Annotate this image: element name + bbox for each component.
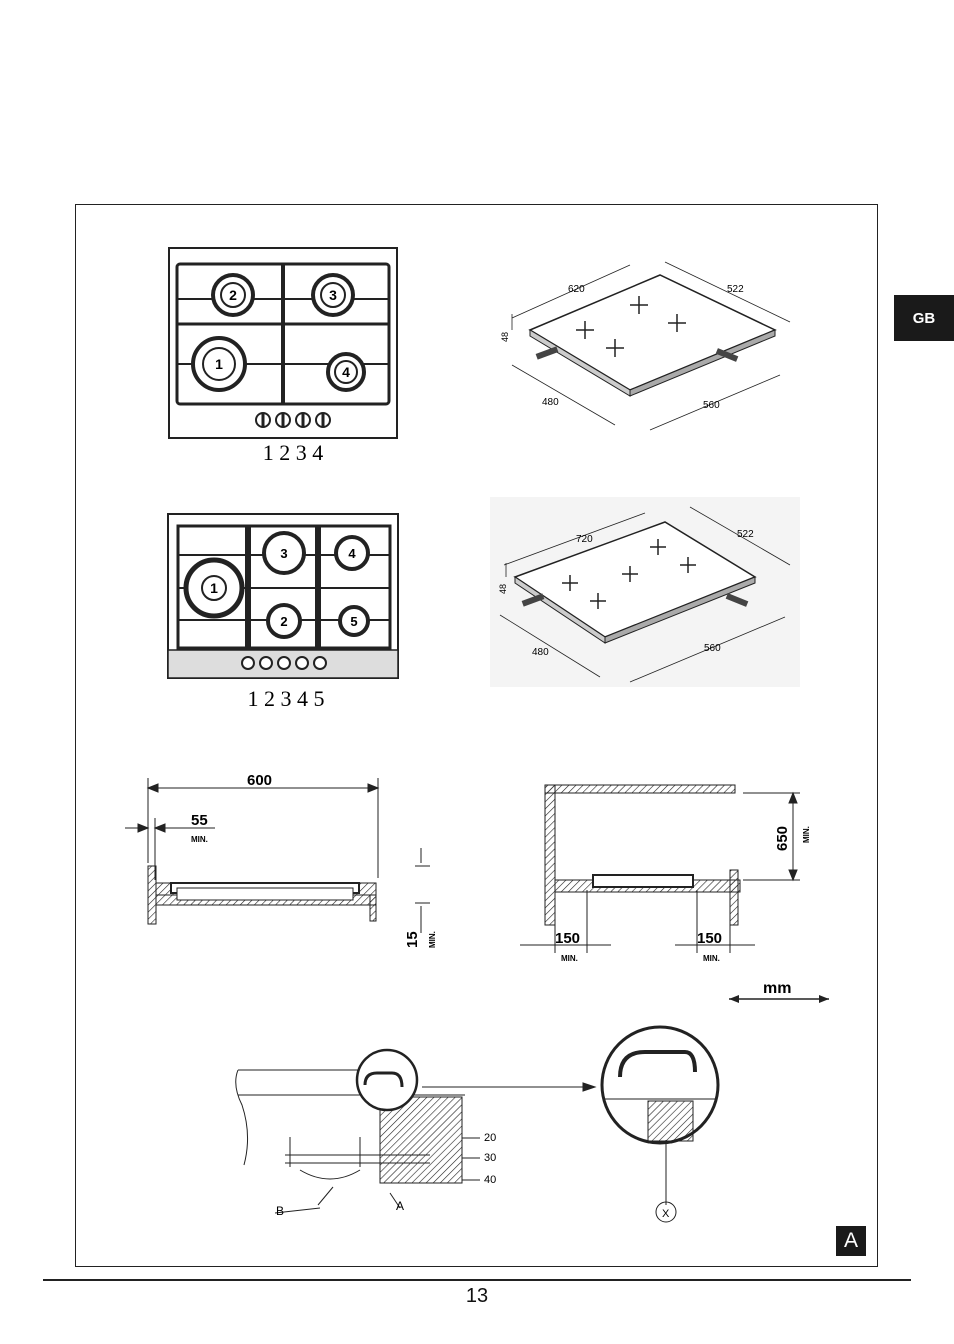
- language-tab: GB: [894, 295, 954, 341]
- burner-4-label: 4: [348, 546, 356, 561]
- dim-right: 150: [697, 930, 722, 947]
- label-X: X: [662, 1208, 670, 1220]
- burner-5-label: 5: [350, 614, 357, 629]
- layer-40: 40: [484, 1174, 496, 1186]
- dim-depth: 522: [737, 529, 754, 540]
- dim-cut-width: 560: [703, 400, 720, 411]
- footer-rule: [43, 1279, 911, 1281]
- layer-20: 20: [484, 1132, 496, 1144]
- worktop-section-clearance: 600 55 MIN. 15 MIN.: [125, 772, 437, 948]
- fixing-bracket-detail: 20 30 40 B A X: [235, 1025, 720, 1223]
- figure-label: A: [836, 1226, 866, 1256]
- dim-cut-depth: 480: [532, 647, 549, 658]
- label-A: A: [396, 1199, 404, 1213]
- label-B: B: [276, 1204, 284, 1218]
- dim-cut-depth: 480: [542, 397, 559, 408]
- dim-right-min: MIN.: [703, 954, 720, 963]
- burner-3-label: 3: [329, 287, 337, 303]
- dim-height-min: MIN.: [802, 826, 811, 843]
- figure-frame: [75, 204, 878, 1267]
- dim-width: 720: [576, 534, 593, 545]
- hob-5-isometric-dimensions: 720 522 48 480 560: [490, 497, 800, 687]
- dim-height: 48: [500, 332, 510, 342]
- dim-width: 620: [568, 284, 585, 295]
- burner-3-label: 3: [280, 546, 287, 561]
- dim-width: 600: [247, 772, 272, 789]
- dim-left: 150: [555, 930, 580, 947]
- burner-2-label: 2: [229, 287, 237, 303]
- dim-gap-min: MIN.: [428, 931, 437, 948]
- cabinet-section-clearance: 650 MIN. 150 MIN. 150 MIN.: [520, 784, 811, 963]
- dim-gap: 15: [404, 931, 421, 948]
- dim-edge: 55: [191, 812, 208, 829]
- burner-2-label: 2: [280, 614, 287, 629]
- dim-left-min: MIN.: [561, 954, 578, 963]
- dim-edge-min: MIN.: [191, 835, 208, 844]
- units-label: mm: [763, 980, 791, 997]
- burner-1-label: 1: [210, 580, 218, 596]
- knob-legend: 1 2 3 4: [263, 440, 324, 465]
- dim-height: 48: [498, 584, 508, 594]
- hob-4-burner-top-view: 2 3 1 4 1 2 3 4: [168, 247, 398, 465]
- dim-cut-width: 560: [704, 643, 721, 654]
- burner-4-label: 4: [342, 364, 350, 380]
- page-number: 13: [465, 1285, 489, 1307]
- hob-5-burner-top-view: 1 3 4 2 5 1 2 3 4 5: [167, 513, 399, 711]
- burner-1-label: 1: [215, 356, 223, 372]
- dim-height: 650: [774, 826, 791, 851]
- hob-4-isometric-dimensions: 620 522 48 480 560: [500, 261, 791, 431]
- knob-legend: 1 2 3 4 5: [248, 686, 325, 711]
- dim-depth: 522: [727, 284, 744, 295]
- units-arrow: mm: [729, 980, 829, 1003]
- layer-30: 30: [484, 1152, 496, 1164]
